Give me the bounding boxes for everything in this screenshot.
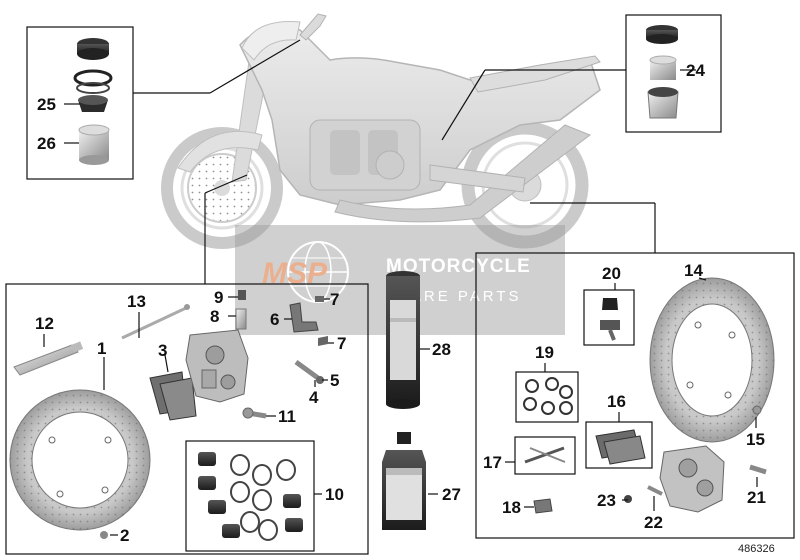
document-number: 486326 — [738, 543, 775, 555]
callout-17: 17 — [483, 453, 502, 472]
front-caliper — [185, 329, 249, 403]
callout-26: 26 — [37, 134, 56, 153]
rear-brake-disc — [649, 277, 775, 443]
callout-8: 8 — [210, 307, 219, 326]
callout-14: 14 — [684, 261, 703, 280]
callout-24: 24 — [686, 61, 705, 80]
watermark-logo: MSP — [262, 257, 328, 290]
rear-brake-box: 20 14 19 16 17 18 15 21 23 22 — [475, 202, 795, 539]
callout-5: 5 — [330, 371, 339, 390]
brake-pads — [149, 371, 197, 421]
callout-2: 2 — [120, 526, 129, 545]
front-brake-box: 12 1 13 3 9 8 6 7 7 5 4 11 2 10 — [5, 174, 369, 555]
callout-16: 16 — [607, 392, 626, 411]
rear-caliper — [659, 445, 725, 513]
callout-20: 20 — [602, 264, 621, 283]
callout-18: 18 — [502, 498, 521, 517]
callout-11: 11 — [278, 407, 296, 426]
callout-9: 9 — [214, 288, 223, 307]
callout-10: 10 — [325, 485, 344, 504]
brake-fluid-bottle: 27 — [382, 432, 461, 530]
watermark-title: MOTORCYCLE — [386, 256, 531, 277]
callout-28: 28 — [432, 340, 451, 359]
callout-1: 1 — [97, 339, 106, 358]
callout-15: 15 — [746, 430, 765, 449]
front-reservoir-box: 25 26 — [26, 26, 301, 180]
callout-25: 25 — [37, 95, 56, 114]
callout-22: 22 — [644, 513, 663, 532]
callout-4: 4 — [309, 388, 319, 407]
motorcycle-illustration — [161, 13, 601, 249]
callout-7b: 7 — [337, 334, 346, 353]
callout-13: 13 — [127, 292, 146, 311]
callout-6: 6 — [270, 310, 279, 329]
callout-3: 3 — [158, 341, 167, 360]
callout-21: 21 — [747, 488, 766, 507]
engine — [309, 119, 421, 191]
callout-23: 23 — [597, 491, 616, 510]
front-brake-disc — [9, 389, 151, 531]
spray-can: 28 — [386, 271, 451, 409]
callout-19: 19 — [535, 343, 554, 362]
callout-7a: 7 — [330, 290, 339, 309]
callout-12: 12 — [35, 314, 54, 333]
rear-reservoir-box: 24 — [441, 14, 722, 141]
caliper-piston-kit — [185, 440, 315, 552]
paste-tube — [13, 341, 84, 376]
callout-27: 27 — [442, 485, 461, 504]
